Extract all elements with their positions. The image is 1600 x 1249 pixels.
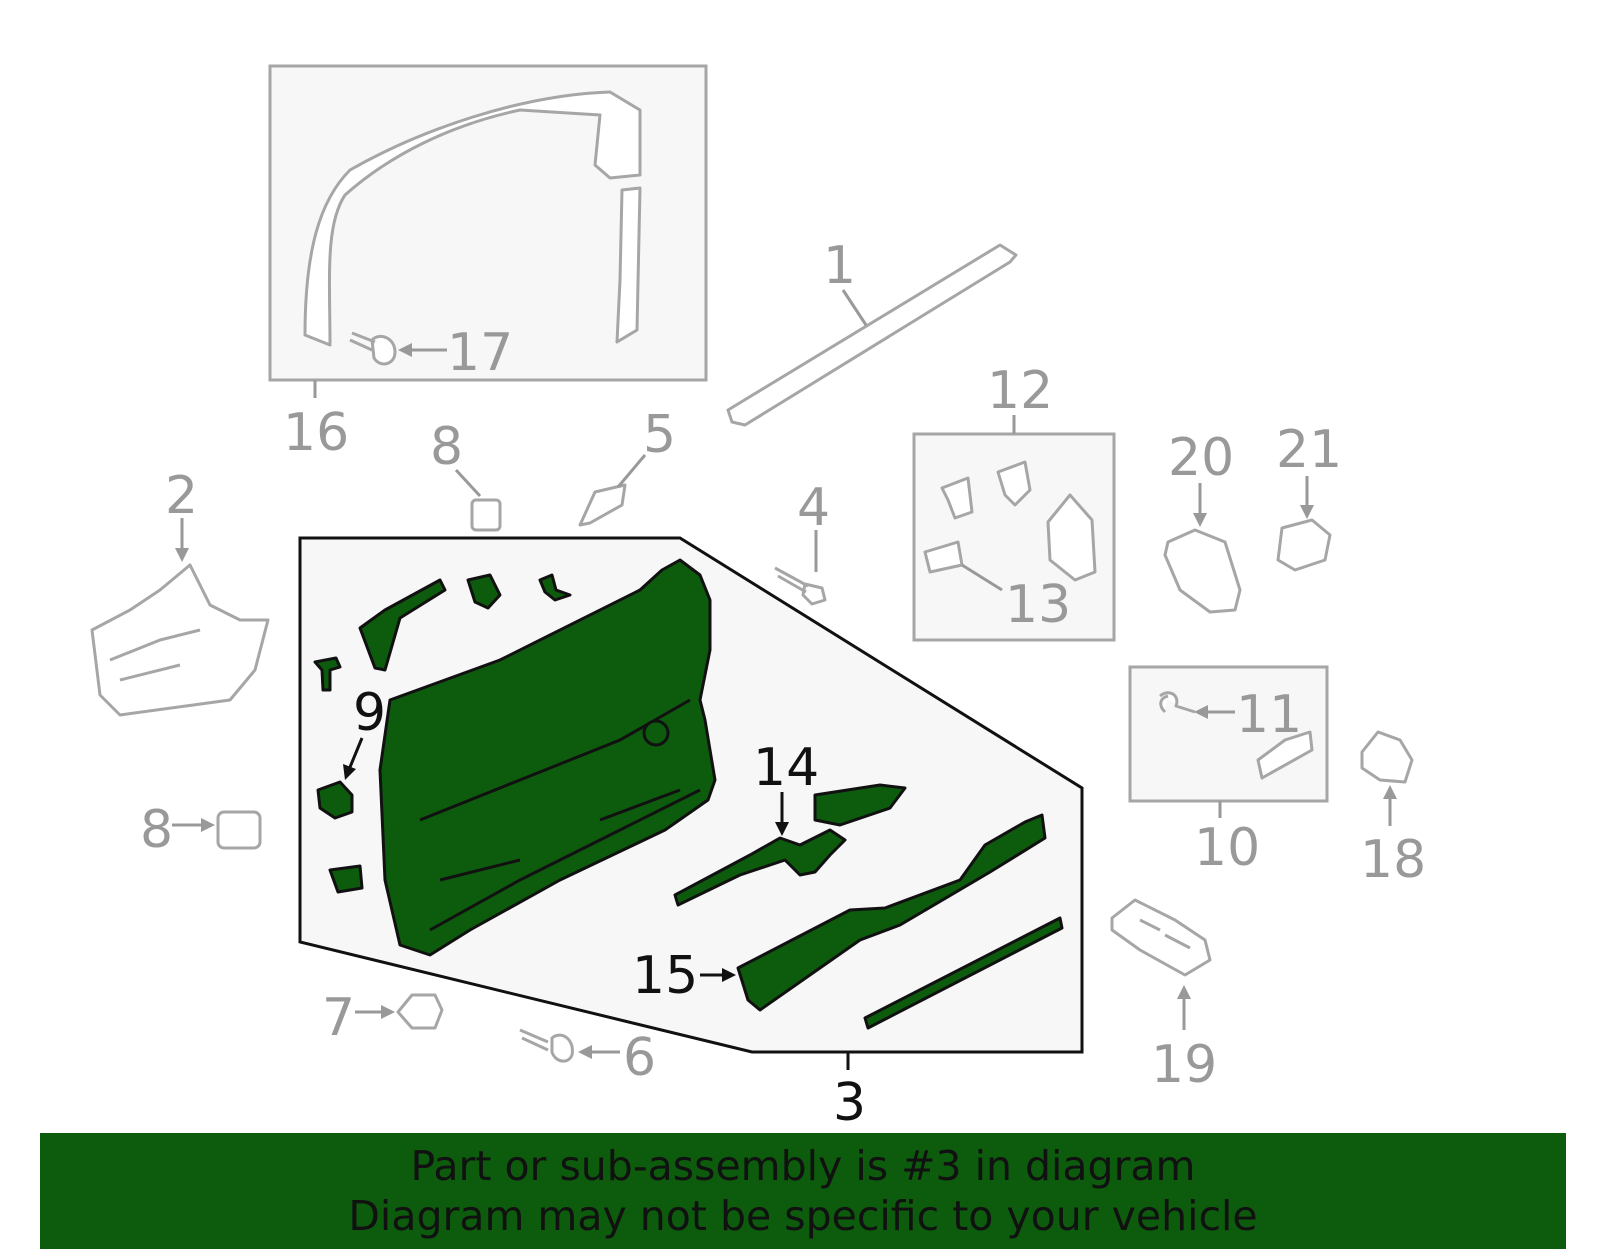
part-20-arrowhead (1193, 513, 1207, 527)
part-5-bracket (578, 483, 627, 527)
callout-10: 10 (1194, 818, 1260, 878)
part-3-pushpin (313, 656, 342, 692)
part-11-pin (1159, 691, 1196, 714)
callout-15: 15 (632, 946, 698, 1006)
part-14-strip (673, 828, 847, 907)
part-5-group[interactable]: 5 (578, 405, 676, 527)
part-8-left-arrowhead (201, 818, 215, 832)
part-19-group[interactable]: 19 (1110, 898, 1217, 1095)
part-3-clip-top-1 (358, 578, 447, 672)
callout-8-top: 8 (430, 417, 463, 477)
belt-moulding (726, 243, 1018, 427)
part-9-arrowhead (343, 764, 356, 780)
part-9-clip (316, 780, 354, 820)
part-7-arrowhead (381, 1005, 395, 1019)
part-15-arrowhead (722, 968, 736, 982)
water-shield-detail (109, 628, 201, 682)
callout-21: 21 (1276, 420, 1342, 480)
callout-2: 2 (165, 466, 198, 526)
part-3-lower-strip (863, 916, 1064, 1030)
callout-18: 18 (1360, 830, 1426, 890)
part-12-handle (1046, 493, 1097, 582)
part-12-clip-a (940, 476, 974, 520)
callout-1: 1 (823, 236, 856, 296)
part-18-group[interactable]: 18 (1360, 730, 1426, 890)
callout-9: 9 (353, 683, 386, 743)
callout-12: 12 (987, 361, 1053, 421)
part-3-assembly[interactable]: 9 14 15 3 (298, 536, 1084, 1133)
part-6-clip (519, 1028, 574, 1063)
door-trim-speaker-knob (642, 719, 670, 747)
part-8-left-group[interactable]: 8 (140, 800, 262, 860)
callout-8-left: 8 (140, 800, 173, 860)
callout-5: 5 (643, 405, 676, 465)
part-8-top-clip (470, 498, 502, 532)
part-13-leader (961, 563, 1003, 592)
part-3-clip-lower (328, 864, 364, 894)
frame-vertical-strip (615, 186, 642, 344)
callout-13: 13 (1005, 575, 1071, 635)
part-8-top-group[interactable]: 8 (430, 417, 502, 532)
part-2-arrowhead (175, 548, 189, 562)
callout-19: 19 (1151, 1035, 1217, 1095)
callout-17: 17 (447, 323, 513, 383)
part-18-arrowhead (1383, 785, 1397, 799)
part-15-bolster (736, 813, 1047, 1012)
part-8-left-clip (216, 810, 262, 850)
part-2-group[interactable]: 2 (90, 466, 270, 717)
part-8-top-leader (454, 468, 482, 498)
door-trim-panel (378, 558, 717, 957)
part-17-clip (349, 331, 397, 366)
door-frame-moulding (303, 90, 642, 347)
part-7-group[interactable]: 7 (322, 988, 444, 1048)
part-3-screw-top (538, 573, 572, 602)
part-1-leader (841, 289, 868, 326)
water-shield (90, 563, 270, 717)
callout-11: 11 (1236, 685, 1302, 745)
callout-14: 14 (753, 738, 819, 798)
part-19-switch-keys (1139, 918, 1191, 950)
door-trim-armrest (419, 698, 701, 932)
info-banner: Part or sub-assembly is #3 in diagram Di… (40, 1133, 1566, 1249)
part-21-group[interactable]: 21 (1276, 420, 1342, 572)
callout-6: 6 (623, 1028, 656, 1088)
part-9-arrow (346, 737, 364, 773)
callout-16: 16 (283, 403, 349, 463)
part-1-group[interactable]: 1 (726, 236, 1018, 427)
part-18-switch (1360, 730, 1414, 784)
part-10-box (1128, 665, 1329, 803)
part-4-screw (774, 566, 827, 606)
part-4-group[interactable]: 4 (774, 478, 830, 606)
part-14-upper (813, 783, 907, 827)
part-16-group[interactable]: 17 16 (268, 64, 708, 463)
part-20-group[interactable]: 20 (1163, 428, 1242, 614)
part-12-clip-b (996, 460, 1032, 507)
part-20-bezel (1163, 528, 1242, 614)
part-5-leader (616, 454, 647, 488)
part-6-group[interactable]: 6 (519, 1028, 656, 1088)
part-6-arrowhead (578, 1045, 592, 1059)
banner-line-1: Part or sub-assembly is #3 in diagram (410, 1142, 1196, 1190)
callout-20: 20 (1168, 428, 1234, 488)
part-12-group[interactable]: 12 13 (912, 361, 1116, 642)
part-10-bracket (1256, 730, 1314, 780)
part-7-nut (396, 993, 444, 1030)
callout-3: 3 (833, 1073, 866, 1133)
part-21-switch (1276, 518, 1332, 572)
part-21-arrowhead (1300, 505, 1314, 519)
part-11-arrowhead (1194, 705, 1208, 719)
part-19-switch-panel (1110, 898, 1212, 977)
callout-7: 7 (322, 988, 355, 1048)
part-10-group[interactable]: 11 10 (1128, 665, 1329, 878)
part-3-clip-top-2 (466, 573, 502, 610)
banner-line-2: Diagram may not be specific to your vehi… (348, 1192, 1258, 1240)
callout-4: 4 (797, 478, 830, 538)
part-17-arrowhead (398, 343, 412, 357)
part-19-arrowhead (1177, 985, 1191, 999)
part-14-arrowhead (775, 822, 789, 836)
